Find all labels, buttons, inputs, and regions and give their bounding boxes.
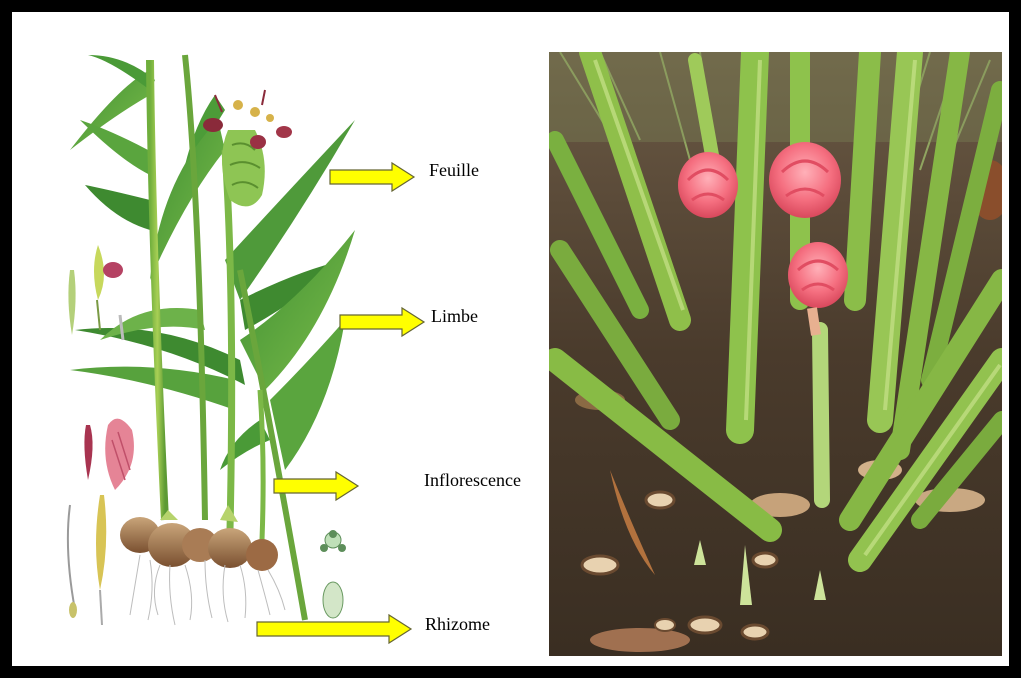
label-rhizome: Rhizome: [425, 614, 490, 635]
arrow-inflorescence: [274, 472, 358, 500]
botanical-illustration: [68, 55, 424, 643]
arrow-limbe: [340, 308, 424, 336]
label-limbe: Limbe: [431, 306, 478, 327]
label-feuille: Feuille: [429, 160, 479, 181]
label-inflorescence: Inflorescence: [424, 470, 521, 491]
plant-photograph: [549, 52, 1010, 656]
arrow-rhizome: [257, 615, 411, 643]
arrow-feuille: [330, 163, 414, 191]
